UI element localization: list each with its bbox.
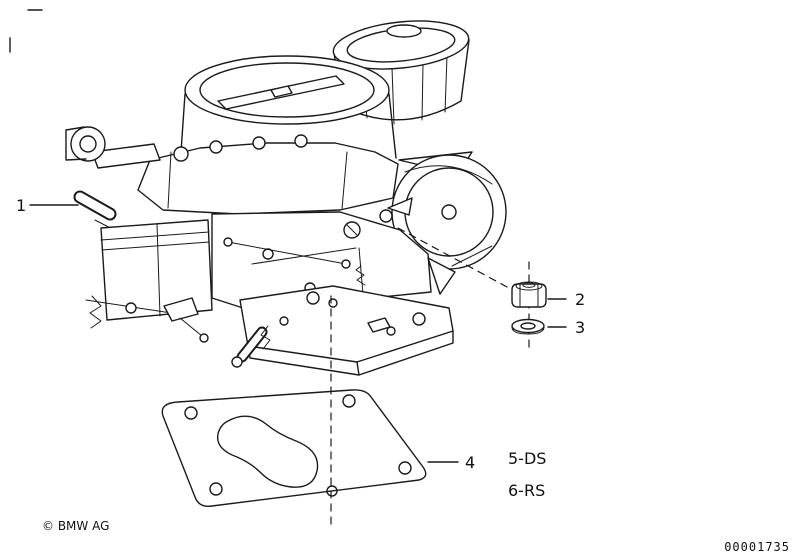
- washer-drawing: [511, 318, 545, 335]
- float-bowl-drawing: [100, 219, 213, 321]
- crop-mark: [9, 9, 43, 53]
- callout-6-label[interactable]: 6-RS: [508, 481, 545, 500]
- fuel-inlet-drawing: [65, 126, 161, 169]
- callout-3-label[interactable]: 3: [575, 318, 585, 337]
- carburetor-body-drawing: [137, 134, 399, 215]
- callout-5-label[interactable]: 5-DS: [508, 449, 546, 468]
- callout-4-label[interactable]: 4: [465, 453, 475, 472]
- idle-screw-drawing: [231, 325, 271, 368]
- callout-1-label[interactable]: 1: [16, 196, 26, 215]
- choke-housing-drawing: [332, 20, 470, 125]
- callout-2-label[interactable]: 2: [575, 290, 585, 309]
- callout-leader-lines: [29, 204, 567, 463]
- pump-linkage-drawing: [85, 295, 209, 343]
- document-number: 00001735: [724, 540, 790, 554]
- hex-nut-drawing: [511, 281, 547, 308]
- throttle-body-drawing: [211, 197, 493, 309]
- air-horn-drawing: [180, 55, 397, 159]
- copyright-label: © BMW AG: [42, 519, 109, 533]
- gasket-drawing: [161, 389, 427, 507]
- mounting-flange-drawing: [239, 285, 454, 376]
